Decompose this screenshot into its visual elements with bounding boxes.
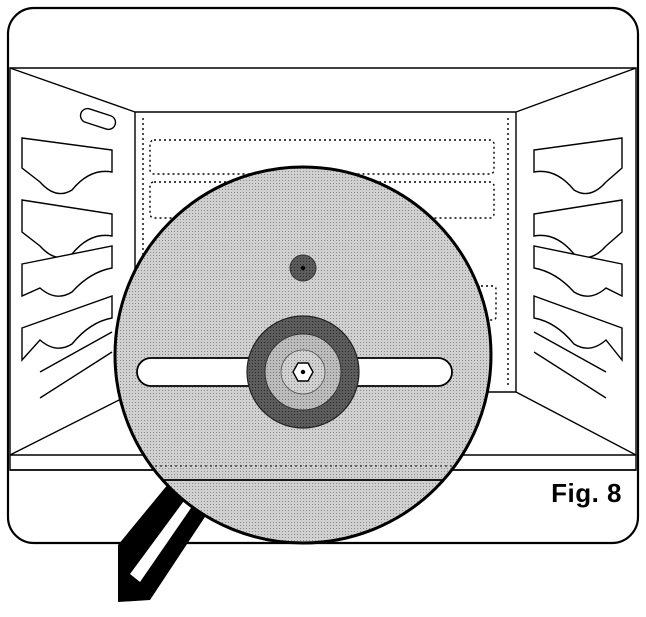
right-shelf-supports: [533, 137, 623, 399]
figure-label: Fig. 8: [551, 478, 622, 508]
screw-hole-center: [300, 265, 306, 271]
nut-center: [300, 369, 306, 375]
oven-vent: [79, 107, 117, 131]
left-shelf-supports: [21, 137, 113, 399]
